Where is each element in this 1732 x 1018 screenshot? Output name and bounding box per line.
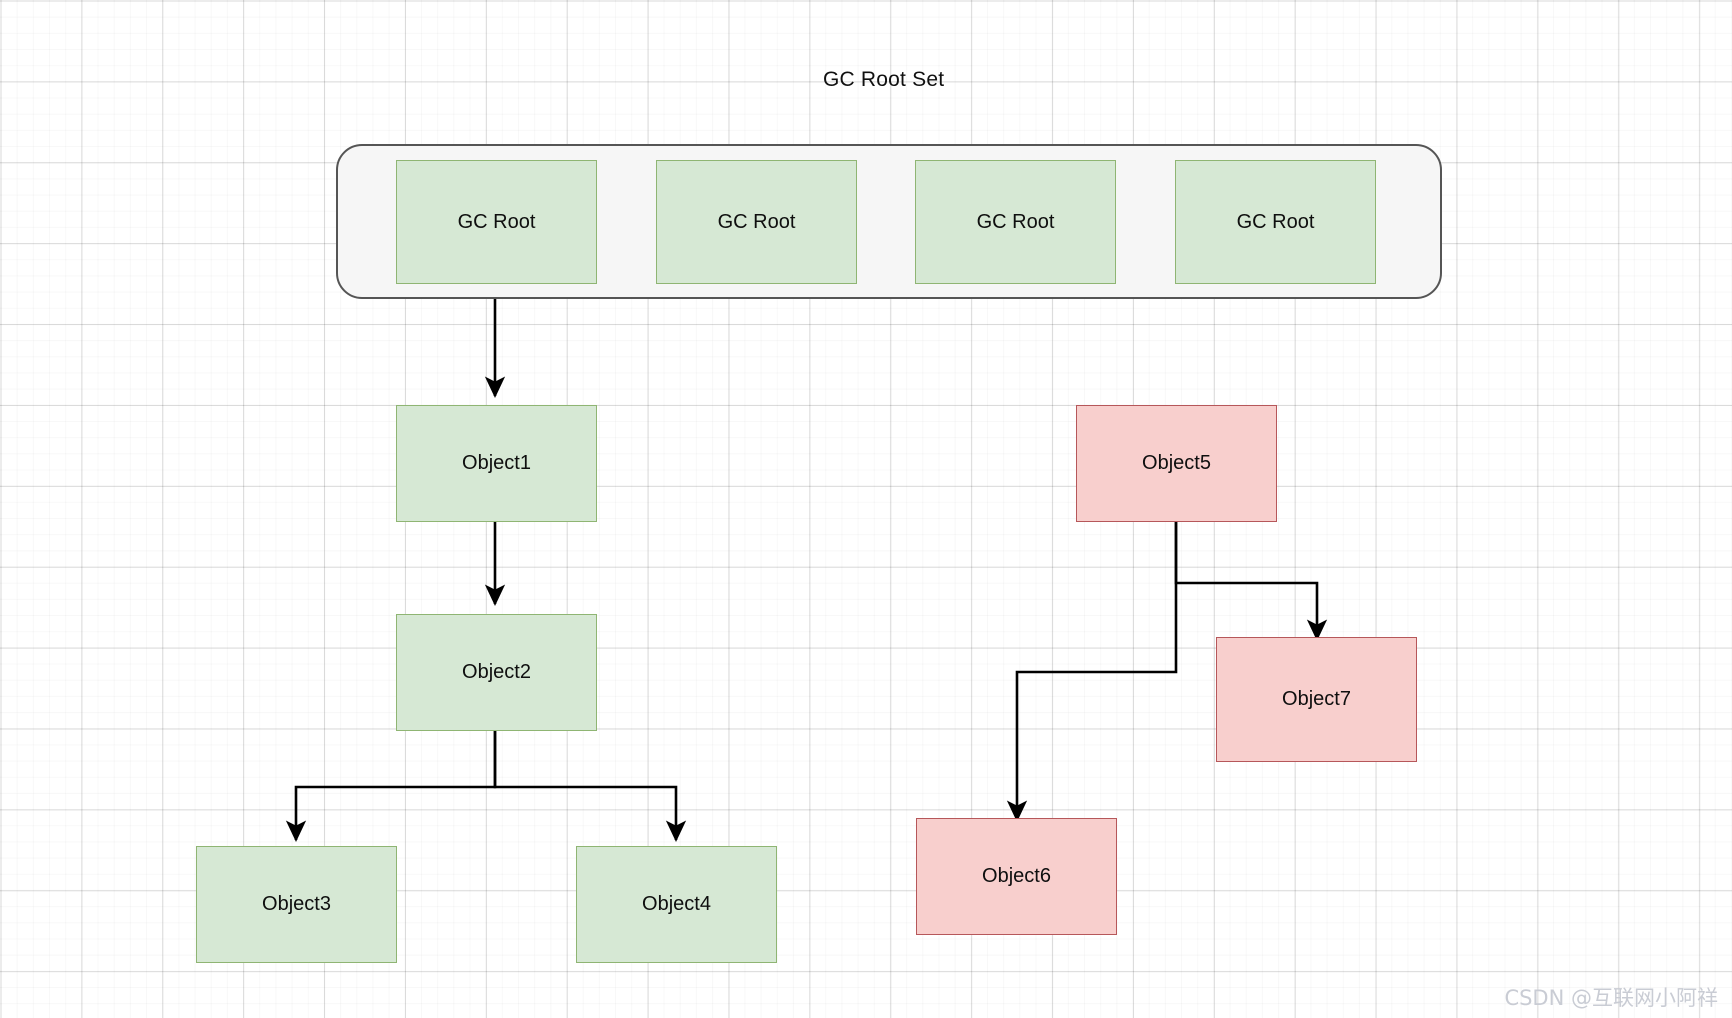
node-object6-label: Object6 (982, 865, 1051, 887)
node-object2-label: Object2 (462, 661, 531, 683)
node-object2[interactable]: Object2 (396, 614, 597, 731)
node-object3[interactable]: Object3 (196, 846, 397, 963)
gc-root-box-1[interactable]: GC Root (396, 160, 597, 284)
gc-root-label-4: GC Root (1236, 210, 1315, 233)
node-object6[interactable]: Object6 (916, 818, 1117, 935)
gc-root-box-3[interactable]: GC Root (915, 160, 1116, 284)
node-object5[interactable]: Object5 (1076, 405, 1277, 522)
node-object7[interactable]: Object7 (1216, 637, 1417, 762)
edge-object2-to-object4 (493, 727, 687, 842)
page-title: GC Root Set (823, 68, 945, 91)
edge-object5-to-object6 (1006, 514, 1178, 822)
gc-root-label-3: GC Root (976, 210, 1055, 233)
node-object4-label: Object4 (642, 893, 711, 915)
node-object3-label: Object3 (262, 893, 331, 915)
edge-object2-to-object3 (285, 727, 497, 842)
watermark: CSDN @互联网小阿祥 (1504, 986, 1718, 1010)
node-object1-label: Object1 (462, 452, 531, 474)
node-object5-label: Object5 (1142, 452, 1211, 474)
node-object1[interactable]: Object1 (396, 405, 597, 522)
gc-root-box-2[interactable]: GC Root (656, 160, 857, 284)
node-object7-label: Object7 (1282, 688, 1351, 710)
node-object4[interactable]: Object4 (576, 846, 777, 963)
gc-root-box-4[interactable]: GC Root (1175, 160, 1376, 284)
gc-root-label-2: GC Root (717, 210, 796, 233)
gc-root-label-1: GC Root (457, 210, 536, 233)
edge-object5-to-object7 (1174, 514, 1328, 641)
